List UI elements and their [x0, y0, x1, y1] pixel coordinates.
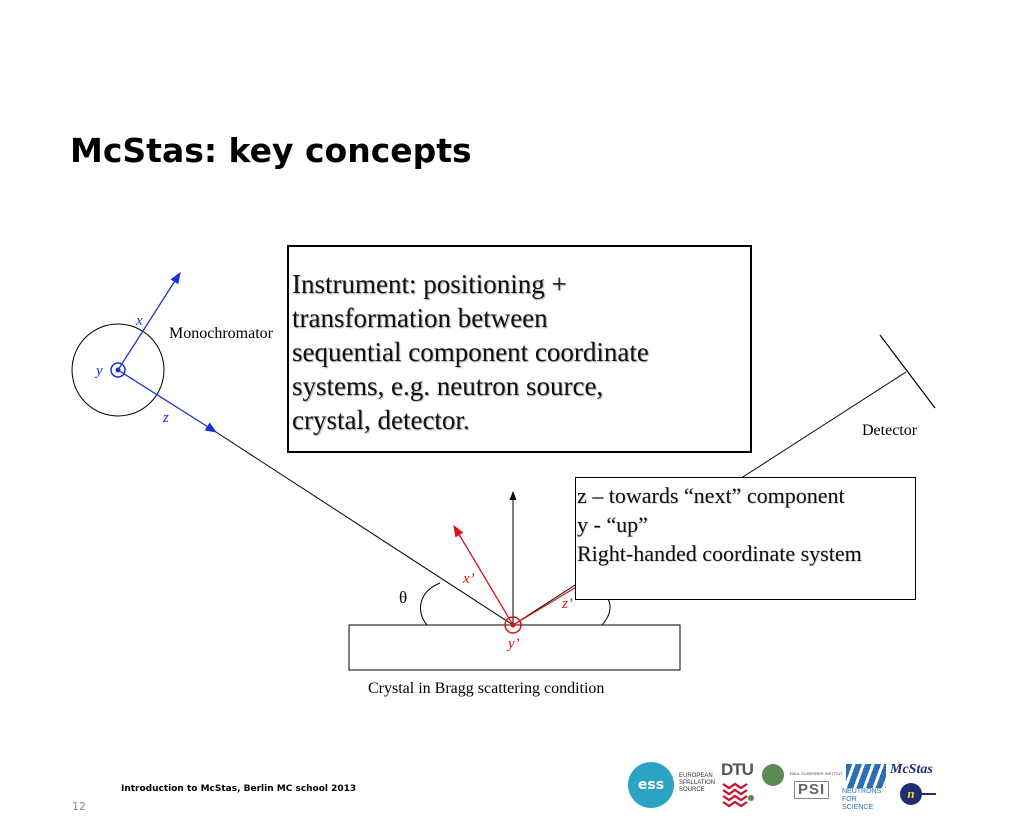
detector-plate: [879, 334, 936, 409]
monochromator-circle: [71, 323, 165, 417]
seal-icon: [762, 764, 784, 786]
page-number: 12: [72, 800, 86, 813]
monochromator-label: Monochromator: [169, 325, 274, 342]
stripes-icon: [846, 764, 886, 788]
mcstas-logo: McStas n: [890, 762, 944, 810]
coordinates-line: Right-handed coordinate system: [577, 541, 862, 566]
neutrons-for-science-logo: NEUTRONS FOR SCIENCE: [842, 764, 886, 811]
coordinates-line: z – towards “next” component: [577, 483, 845, 508]
instrument-line: sequential component coordinate: [292, 337, 649, 367]
crystal-origin: [504, 616, 522, 634]
crystal-origin-dot: [510, 622, 516, 628]
ess-logo-text: EUROPEAN SPALLATION SOURCE: [679, 773, 716, 793]
dtu-logo: DTU: [720, 760, 754, 810]
instrument-line: crystal, detector.: [292, 405, 470, 435]
mono-z-label: z: [162, 410, 169, 426]
instrument-line: systems, e.g. neutron source,: [292, 371, 604, 401]
crystal-y-label: y’: [506, 636, 520, 652]
psi-logo-small-text: PAUL SCHERRER INSTITUT: [790, 771, 843, 776]
incoming-beam: [215, 431, 514, 626]
arrow-icon: [922, 793, 936, 795]
coordinates-line: y - “up”: [577, 512, 648, 537]
detector-label: Detector: [862, 422, 918, 439]
mcstas-logo-text: McStas: [890, 762, 933, 777]
slide-title: McStas: key concepts: [70, 131, 472, 170]
neutrons-for-science-text: NEUTRONS FOR SCIENCE: [842, 788, 882, 811]
crystal-label: Crystal in Bragg scattering condition: [368, 680, 604, 697]
instrument-line: Instrument: positioning +: [292, 269, 567, 299]
psi-logo-text: PSI: [794, 781, 830, 799]
crystal-z-label: z’: [561, 596, 573, 612]
mono-z-axis: [117, 369, 217, 433]
crystal-x-axis: [453, 524, 514, 626]
ess-logo: ess: [628, 762, 674, 808]
mono-x-label: x: [135, 313, 143, 329]
instrument-callout: Instrument: positioning + transformation…: [287, 245, 752, 453]
monochromator-origin: [110, 362, 126, 378]
dtu-waves-icon: [722, 782, 754, 808]
partner-logos: ess EUROPEAN SPALLATION SOURCE DTU PAUL …: [628, 760, 944, 812]
instrument-line: transformation between: [292, 303, 548, 333]
mono-y-label: y: [94, 363, 103, 379]
dtu-logo-text: DTU: [721, 760, 754, 779]
crystal-z-axis: [512, 585, 579, 626]
theta-arc-right: [601, 595, 611, 626]
crystal-x-label: x’: [462, 571, 475, 587]
coordinates-callout: z – towards “next” component y - “up” Ri…: [575, 477, 916, 600]
theta-label-left: θ: [399, 588, 407, 607]
footer-text: Introduction to McStas, Berlin MC school…: [121, 784, 357, 794]
neutron-icon: n: [900, 783, 922, 805]
psi-logo: PAUL SCHERRER INSTITUT PSI: [762, 764, 848, 808]
theta-arc-left: [419, 582, 441, 626]
mono-x-axis: [117, 272, 181, 371]
